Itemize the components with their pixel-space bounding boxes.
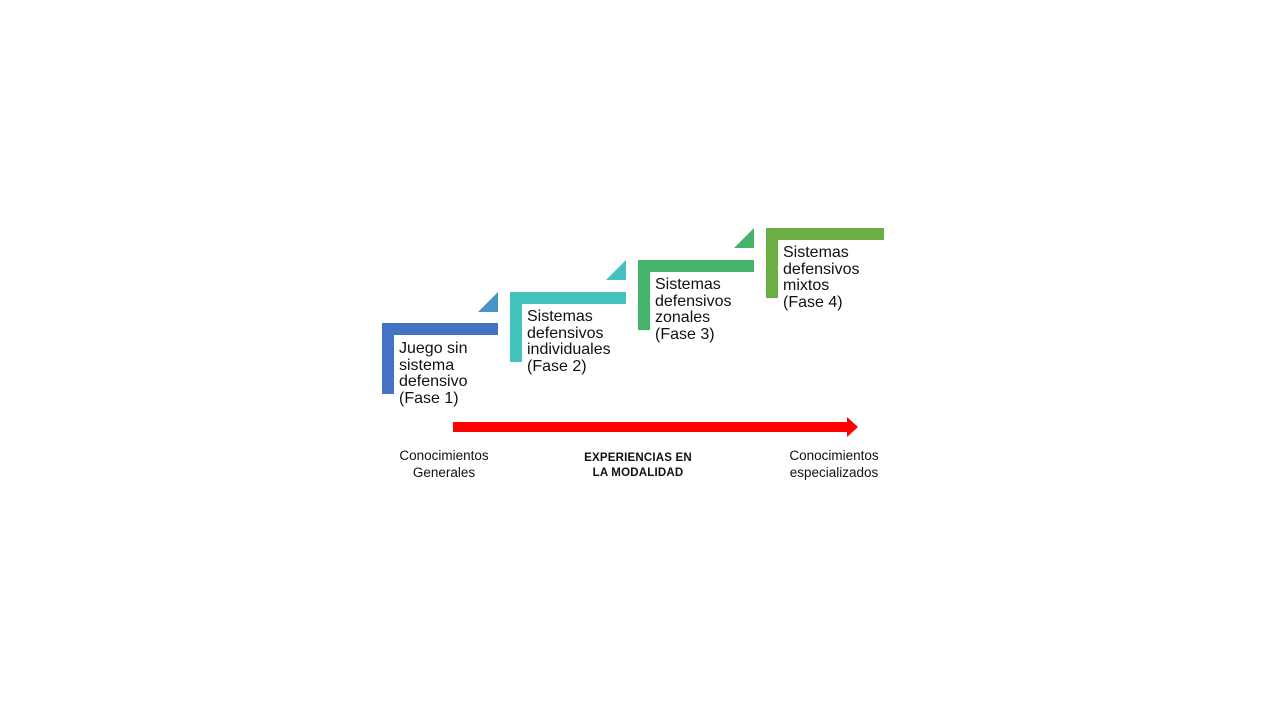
- step-3-corner-tab: [734, 228, 754, 248]
- step-4-label: Sistemas defensivos mixtos (Fase 4): [783, 244, 860, 311]
- label-experiences: EXPERIENCIAS EN LA MODALIDAD: [584, 452, 692, 479]
- label-general-knowledge: Conocimientos Generales: [399, 448, 489, 480]
- step-3-top-bar: [638, 260, 754, 272]
- progress-arrow-shaft: [453, 422, 848, 432]
- step-4-top-bar: [766, 228, 884, 240]
- step-2-top-bar: [510, 292, 626, 304]
- step-2-corner-tab: [606, 260, 626, 280]
- progress-arrow-head: [847, 417, 858, 437]
- step-2-side-bar: [510, 292, 522, 362]
- step-4-side-bar: [766, 228, 778, 298]
- step-3-label: Sistemas defensivos zonales (Fase 3): [655, 276, 732, 343]
- step-1-label: Juego sin sistema defensivo (Fase 1): [399, 340, 468, 407]
- step-1-side-bar: [382, 323, 394, 394]
- step-1-top-bar: [382, 323, 498, 335]
- step-3-side-bar: [638, 260, 650, 330]
- label-specialized-knowledge: Conocimientos especializados: [789, 448, 879, 480]
- step-2-label: Sistemas defensivos individuales (Fase 2…: [527, 308, 611, 375]
- step-1-corner-tab: [478, 292, 498, 312]
